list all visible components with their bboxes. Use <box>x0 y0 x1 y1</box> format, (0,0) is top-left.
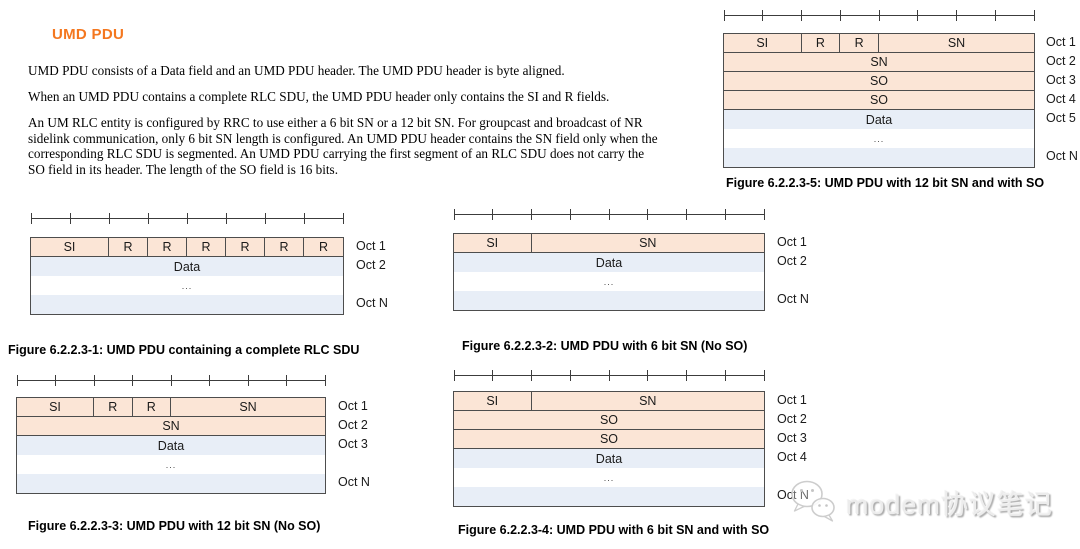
field-cell-data: Data <box>17 436 325 455</box>
field-cell-r: R <box>318 240 329 254</box>
figure-caption: Figure 6.2.2.3-4: UMD PDU with 6 bit SN … <box>458 523 770 537</box>
field-cell-si: SI <box>17 398 94 416</box>
field-cell-data: Data <box>724 110 1034 129</box>
octet-labels: Oct 1 Oct 2 Oct 3 Oct 4 Oct 5 Oct N <box>1046 35 1078 163</box>
page-title: UMD PDU <box>52 26 125 43</box>
field-cell-so: SO <box>599 413 619 427</box>
field-cell-r: R <box>109 238 148 256</box>
ellipsis-row: ... <box>17 455 325 474</box>
figure-umd-pdu-12bit-sn-no-so: SI R R SN SN Data ... <box>16 397 326 494</box>
oct-n-row <box>31 295 343 314</box>
ellipsis-row: ... <box>31 276 343 295</box>
field-cell-sn: SN <box>639 394 657 408</box>
oct-n-row <box>454 487 764 506</box>
field-cell-r: R <box>226 238 265 256</box>
field-cell-sn: SN <box>639 236 657 250</box>
field-cell-sn: SN <box>239 400 257 414</box>
field-cell-si: SI <box>724 34 802 52</box>
bit-ruler <box>723 10 1035 21</box>
figure-caption: Figure 6.2.2.3-1: UMD PDU containing a c… <box>8 343 360 357</box>
octet-row: SN <box>724 53 1034 72</box>
ellipsis-row: ... <box>454 468 764 487</box>
figure-umd-pdu-complete-rlc-sdu: SI R R R R R R Data ... <box>30 237 344 315</box>
oct-n-row <box>454 291 764 310</box>
field-cell-so: SO <box>599 432 619 446</box>
octet-row: SI R R SN <box>724 34 1034 53</box>
field-cell-r: R <box>802 34 841 52</box>
field-cell-r: R <box>133 398 171 416</box>
bit-ruler <box>453 370 765 381</box>
octet-row: SN <box>17 417 325 436</box>
field-cell-r: R <box>148 238 187 256</box>
octet-row: SO <box>724 72 1034 91</box>
field-cell-data: Data <box>31 257 343 276</box>
octet-row: SI R R R R R R <box>31 238 343 257</box>
octet-row: SI SN <box>454 234 764 253</box>
octet-labels: Oct 1 Oct 2 Oct 3 Oct N <box>338 399 370 489</box>
paragraph-3-line: SO field in its header. The length of th… <box>28 161 338 177</box>
figure-caption: Figure 6.2.2.3-3: UMD PDU with 12 bit SN… <box>28 519 321 533</box>
field-cell-si: SI <box>454 392 532 410</box>
octet-labels: Oct 1 Oct 2 Oct N <box>356 239 388 310</box>
figure-umd-pdu-6bit-sn-with-so: SI SN SO SO Data ... <box>453 391 765 507</box>
field-cell-r: R <box>94 398 133 416</box>
bit-ruler <box>453 209 765 220</box>
figure-umd-pdu-12bit-sn-with-so: SI R R SN SN SO SO Data ... <box>723 33 1035 168</box>
paragraph-3-line: An UM RLC entity is configured by RRC to… <box>28 115 643 130</box>
figure-caption: Figure 6.2.2.3-2: UMD PDU with 6 bit SN … <box>462 339 748 353</box>
field-cell-r: R <box>265 238 304 256</box>
wechat-logo-icon <box>788 477 840 528</box>
bit-ruler <box>30 213 344 224</box>
field-cell-so: SO <box>869 93 889 107</box>
octet-row: SI SN <box>454 392 764 411</box>
octet-row: SI R R SN <box>17 398 325 417</box>
bit-ruler <box>16 375 326 386</box>
paragraph-2: When an UMD PDU contains a complete RLC … <box>28 89 610 104</box>
figure-caption: Figure 6.2.2.3-5: UMD PDU with 12 bit SN… <box>726 176 1045 190</box>
octet-labels: Oct 1 Oct 2 Oct 3 Oct 4 Oct N <box>777 393 809 502</box>
field-cell-so: SO <box>869 74 889 88</box>
field-cell-sn: SN <box>870 55 888 69</box>
paragraph-3-line: sidelink communication, only 6 bit SN le… <box>28 130 658 146</box>
ellipsis-row: ... <box>454 272 764 291</box>
oct-n-row <box>17 474 325 493</box>
field-cell-r: R <box>840 34 879 52</box>
oct-n-row <box>724 148 1034 167</box>
octet-labels: Oct 1 Oct 2 Oct N <box>777 235 809 306</box>
watermark: modem协议笔记 <box>788 477 1053 528</box>
field-cell-sn: SN <box>162 419 180 433</box>
watermark-text: modem协议笔记 <box>846 490 1054 520</box>
field-cell-sn: SN <box>947 36 966 50</box>
octet-row: SO <box>724 91 1034 110</box>
paragraph-3-line: corresponding RLC SDU is segmented. An U… <box>28 146 645 161</box>
paragraph-3: An UM RLC entity is configured by RRC to… <box>28 115 658 177</box>
field-cell-data: Data <box>454 449 764 468</box>
paragraph-1: UMD PDU consists of a Data field and an … <box>28 63 565 78</box>
octet-row: SO <box>454 411 764 430</box>
field-cell-si: SI <box>454 234 532 252</box>
figure-umd-pdu-6bit-sn-no-so: SI SN Data ... <box>453 233 765 311</box>
ellipsis-row: ... <box>724 129 1034 148</box>
field-cell-data: Data <box>454 253 764 272</box>
octet-row: SO <box>454 430 764 449</box>
field-cell-r: R <box>187 238 226 256</box>
field-cell-si: SI <box>31 238 109 256</box>
